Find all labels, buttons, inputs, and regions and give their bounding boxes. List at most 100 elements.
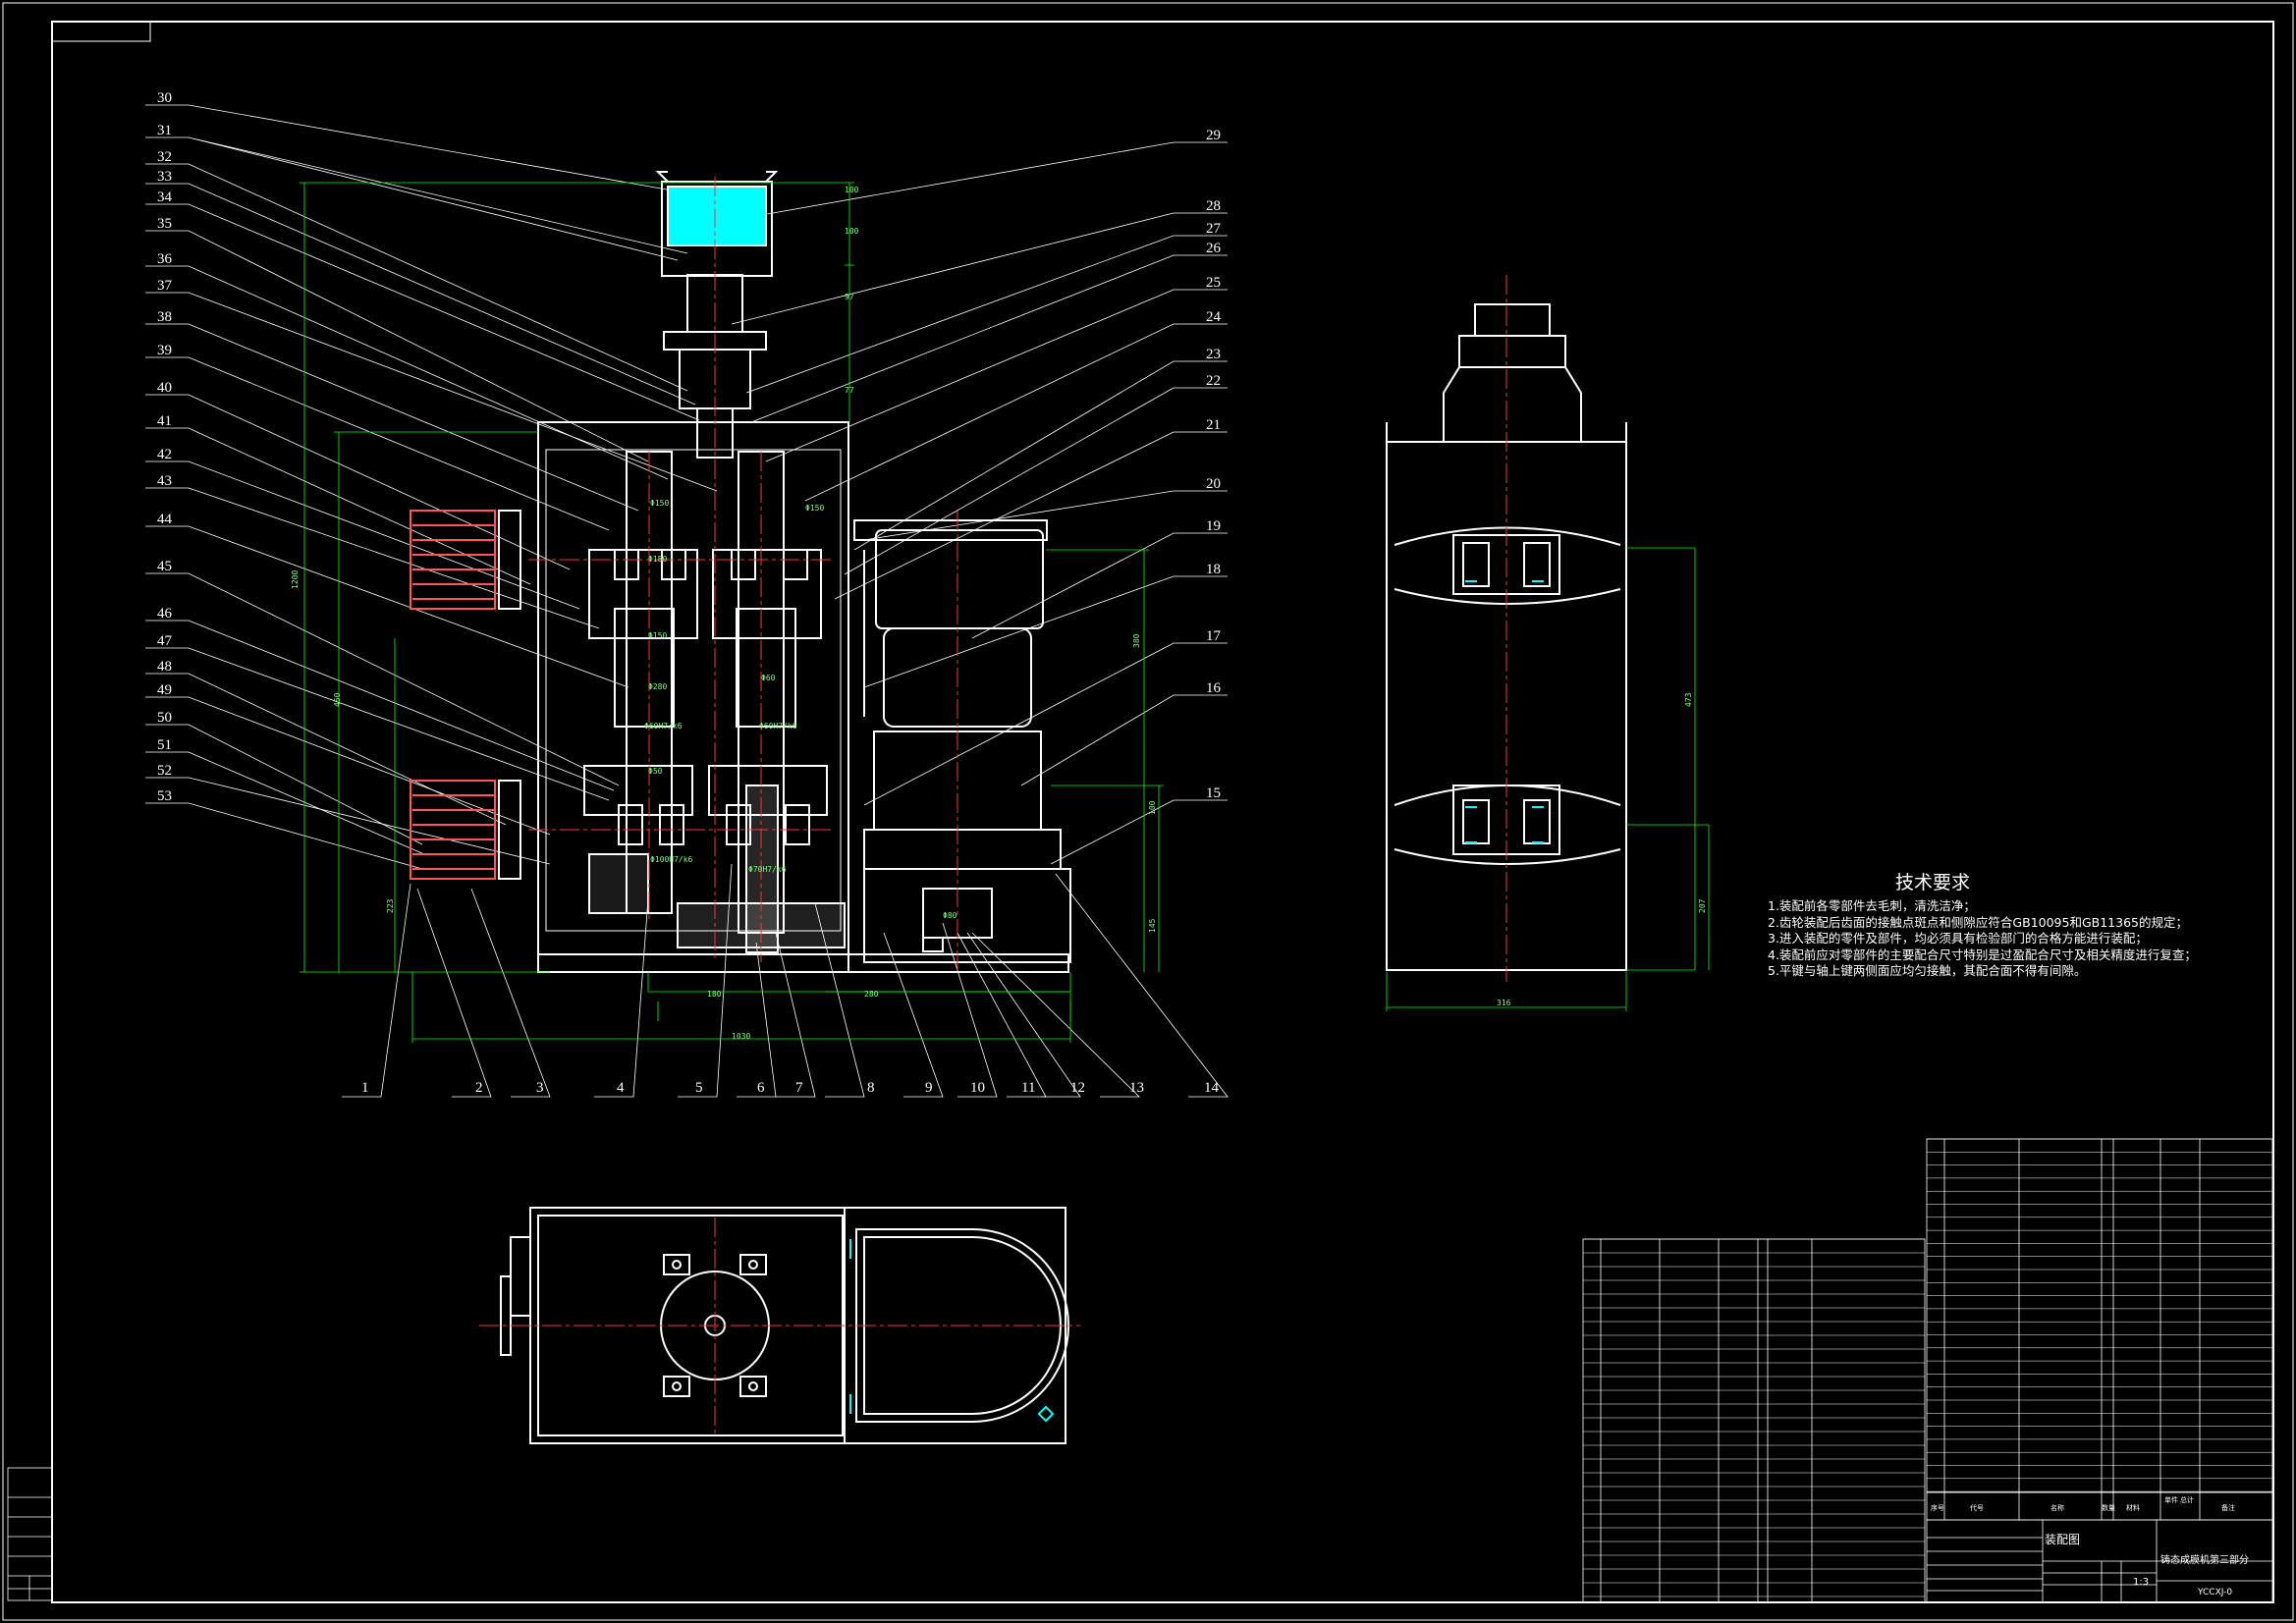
svg-text:145: 145: [1148, 918, 1157, 933]
svg-text:Φ60H7/k6: Φ60H7/k6: [644, 722, 683, 730]
callout-42: 42: [157, 447, 172, 462]
callout-23: 23: [1206, 347, 1221, 362]
drawing-scale: 1:3: [2133, 1577, 2149, 1588]
tech-title: 技术要求: [1895, 872, 1971, 893]
svg-text:207: 207: [1698, 898, 1707, 913]
svg-text:77: 77: [845, 386, 854, 395]
callout-41: 41: [157, 413, 172, 429]
callout-51: 51: [157, 737, 172, 753]
callout-11: 11: [1021, 1080, 1035, 1096]
callout-12: 12: [1070, 1080, 1085, 1096]
bom-header-code: 代号: [1970, 1503, 1984, 1512]
callout-39: 39: [157, 343, 172, 358]
margin-block: [7, 1467, 53, 1601]
callout-53: 53: [157, 788, 172, 804]
callouts-bottom: 1 2 3 4 5 6 7 8 9 10 11 12 13 14: [361, 1080, 1220, 1096]
callout-17: 17: [1206, 628, 1222, 644]
svg-text:Φ150: Φ150: [648, 631, 667, 640]
callout-2: 2: [475, 1080, 483, 1096]
callout-45: 45: [157, 559, 172, 574]
bom-table: [1582, 1138, 2273, 1603]
callout-43: 43: [157, 473, 172, 489]
tech-req-5: 5.平键与轴上键两侧面应均匀接触，其配合面不得有间隙。: [1768, 963, 2087, 978]
callout-15: 15: [1206, 785, 1221, 801]
callout-7: 7: [795, 1080, 803, 1096]
title-block-text: 装配图 铸态成膜机第三部分 YCCXJ-0 1:3: [2045, 1533, 2249, 1597]
leader-lines-right: [731, 141, 1228, 865]
callout-4: 4: [617, 1080, 625, 1096]
callout-35: 35: [157, 216, 172, 232]
callouts-left: 30 31 32 33 34 35 36 37 38 39 40 41 42 4…: [157, 90, 173, 804]
svg-text:100: 100: [845, 186, 859, 194]
front-section-view: [410, 171, 1071, 973]
callout-38: 38: [157, 309, 172, 325]
callout-21: 21: [1206, 417, 1221, 433]
svg-text:473: 473: [1684, 692, 1693, 707]
title-block: [1926, 1519, 2273, 1603]
tech-req-3: 3.进入装配的零件及部件，均必须具有检验部门的合格方能进行装配；: [1768, 931, 2148, 946]
bom-header-total: 总计: [2180, 1495, 2194, 1504]
callout-40: 40: [157, 380, 172, 396]
callout-1: 1: [361, 1080, 369, 1096]
product-name: 铸态成膜机第三部分: [2160, 1553, 2249, 1566]
callout-46: 46: [157, 606, 173, 622]
callout-26: 26: [1206, 241, 1222, 256]
leader-lines-left: [145, 104, 718, 870]
callout-31: 31: [157, 123, 172, 138]
svg-text:100: 100: [1148, 800, 1157, 815]
side-view-cyan-parts: [1465, 580, 1544, 843]
callout-16: 16: [1206, 680, 1222, 696]
callout-9: 9: [925, 1080, 933, 1096]
bom-table-rows: [1583, 1138, 2272, 1597]
bom-header: 序号 代号 名称 数量 材料 单件 总计 备注: [1931, 1495, 2235, 1512]
callout-10: 10: [970, 1080, 985, 1096]
svg-text:380: 380: [1132, 633, 1141, 648]
side-view: [1386, 303, 1710, 1011]
dimension-texts: 100 100 97 77 1200 450 223 380 100 145 1…: [291, 186, 1157, 1041]
drawing-number: YCCXJ-0: [2197, 1588, 2232, 1597]
svg-text:Φ150: Φ150: [650, 499, 669, 508]
callout-33: 33: [157, 169, 172, 185]
bom-header-unit: 单件: [2164, 1495, 2178, 1504]
top-view-cyan: [849, 1239, 1055, 1423]
front-center-lines: [528, 177, 958, 972]
callout-37: 37: [157, 278, 173, 294]
callouts-right: 29 28 27 26 25 24 23 22 21 20 19 18 17 1…: [1206, 128, 1222, 801]
callout-19: 19: [1206, 518, 1221, 534]
svg-text:180: 180: [707, 990, 722, 999]
callout-44: 44: [157, 512, 173, 527]
top-view-center: [479, 1217, 1080, 1434]
svg-text:97: 97: [845, 293, 854, 301]
callout-28: 28: [1206, 198, 1221, 214]
callout-6: 6: [757, 1080, 765, 1096]
callout-47: 47: [157, 633, 173, 649]
bom-header-note: 备注: [2221, 1503, 2235, 1512]
svg-text:Φ80: Φ80: [943, 911, 957, 920]
svg-text:Φ280: Φ280: [648, 682, 667, 691]
callout-13: 13: [1129, 1080, 1144, 1096]
svg-text:Φ180: Φ180: [648, 555, 667, 564]
bom-header-name: 名称: [2050, 1503, 2064, 1512]
technical-requirements: 技术要求 1.装配前各零部件去毛刺，清洗洁净； 2.齿轮装配后齿面的接触点斑点和…: [1768, 868, 2278, 980]
callout-5: 5: [695, 1080, 703, 1096]
callout-27: 27: [1206, 221, 1222, 237]
callout-52: 52: [157, 763, 172, 779]
callout-30: 30: [157, 90, 172, 106]
callout-14: 14: [1204, 1080, 1220, 1096]
bom-header-material: 材料: [2126, 1503, 2140, 1512]
tech-req-1: 1.装配前各零部件去毛刺，清洗洁净；: [1768, 898, 1976, 913]
callout-29: 29: [1206, 128, 1221, 143]
svg-text:Φ60: Φ60: [761, 674, 776, 682]
callout-25: 25: [1206, 275, 1221, 291]
tech-req-4: 4.装配前应对零部件的主要配合尺寸特别是过盈配合尺寸及相关精度进行复查；: [1768, 947, 2197, 962]
tech-req-2: 2.齿轮装配后齿面的接触点斑点和侧隙应符合GB10095和GB11365的规定；: [1768, 914, 2188, 930]
svg-text:100: 100: [845, 227, 859, 236]
bom-header-qty: 数量: [2102, 1503, 2115, 1512]
callout-18: 18: [1206, 562, 1221, 577]
svg-text:1200: 1200: [291, 570, 300, 589]
callout-8: 8: [867, 1080, 875, 1096]
callout-20: 20: [1206, 476, 1221, 492]
svg-text:Φ50: Φ50: [648, 767, 663, 776]
